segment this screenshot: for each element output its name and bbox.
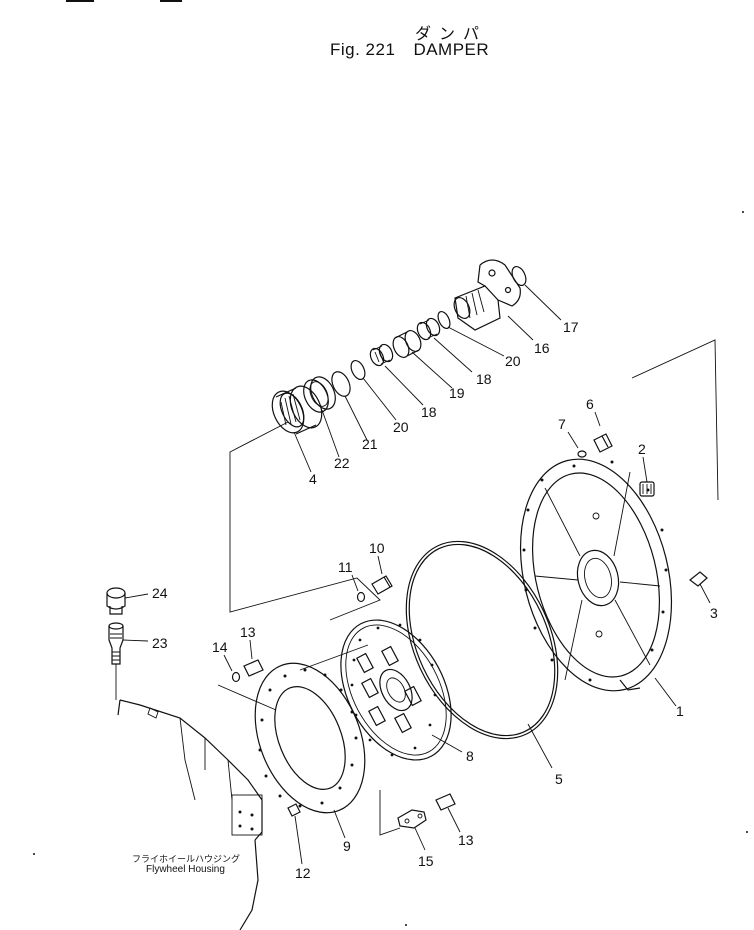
scan-specks — [33, 211, 748, 926]
callout-18-a: 18 — [421, 404, 437, 420]
part-24-adapter — [106, 587, 149, 615]
housing-label-en: Flywheel Housing — [146, 864, 225, 875]
callout-3: 3 — [710, 605, 718, 621]
callout-21: 21 — [362, 436, 378, 452]
callout-20-b: 20 — [505, 353, 521, 369]
part-2-plug — [639, 456, 655, 497]
callout-5: 5 — [555, 771, 563, 787]
figure-number: Fig. 221 — [330, 40, 396, 59]
part-9-flange-ring — [254, 662, 366, 839]
callout-13-right: 13 — [458, 832, 474, 848]
flywheel-housing: フライホイールハウジング Flywheel Housing — [117, 699, 263, 930]
title-japanese: ダンパ — [415, 24, 488, 43]
callout-12: 12 — [295, 865, 311, 881]
callout-7: 7 — [558, 416, 566, 432]
callout-20-a: 20 — [393, 419, 409, 435]
part-21-snap-ring — [331, 371, 351, 397]
part-23-shaft — [108, 622, 149, 700]
callout-6: 6 — [586, 396, 594, 412]
callout-8: 8 — [466, 748, 474, 764]
part-4-bearing — [271, 385, 323, 435]
top-rule-left — [66, 0, 94, 2]
callout-19: 19 — [449, 385, 465, 401]
part-22-ring — [303, 376, 336, 413]
part-20-snap-ring-a — [350, 359, 366, 381]
top-rule-right — [160, 0, 182, 2]
callout-13-left: 13 — [240, 624, 256, 640]
part-1-cover — [519, 458, 677, 707]
callout-24: 24 — [152, 585, 168, 601]
callout-15: 15 — [418, 853, 434, 869]
part-5-o-ring — [405, 540, 559, 769]
part-14-washer — [223, 654, 241, 683]
part-15-lock-plate — [397, 809, 427, 851]
part-13-bolt-right — [435, 793, 461, 833]
assembly-lines — [217, 339, 719, 836]
part-7-washer — [567, 431, 587, 458]
part-13-bolt-left — [243, 639, 264, 677]
part-3-bolt — [689, 571, 711, 604]
callout-4: 4 — [309, 471, 317, 487]
part-11-washer — [351, 574, 366, 603]
part-18-bearing-b — [416, 317, 441, 341]
figure-title: Fig. 221 DAMPER — [330, 40, 507, 60]
housing-label-jp: フライホイールハウジング — [132, 853, 240, 865]
callout-14: 14 — [212, 639, 228, 655]
callout-10: 10 — [369, 540, 385, 556]
callout-11: 11 — [338, 559, 353, 575]
callout-18-b: 18 — [476, 371, 492, 387]
callout-17: 17 — [563, 319, 579, 335]
part-20-snap-ring-b — [437, 310, 451, 330]
callout-2: 2 — [638, 441, 646, 457]
callout-22: 22 — [334, 455, 350, 471]
figure-name: DAMPER — [413, 40, 490, 59]
part-16-hub — [453, 259, 521, 331]
leader-lines-top — [293, 284, 562, 473]
part-6-bolt — [593, 411, 613, 453]
part-17-o-ring — [511, 265, 527, 287]
part-18-bearing-a — [369, 343, 394, 367]
callout-16: 16 — [534, 340, 550, 356]
part-12-pin — [287, 803, 303, 865]
part-10-bolt — [371, 555, 393, 595]
callout-9: 9 — [343, 838, 351, 854]
callout-23: 23 — [152, 635, 168, 651]
callout-numbers: 1 2 3 4 5 6 7 8 9 10 11 12 13 13 14 15 1… — [152, 319, 718, 881]
callout-1: 1 — [676, 703, 684, 719]
